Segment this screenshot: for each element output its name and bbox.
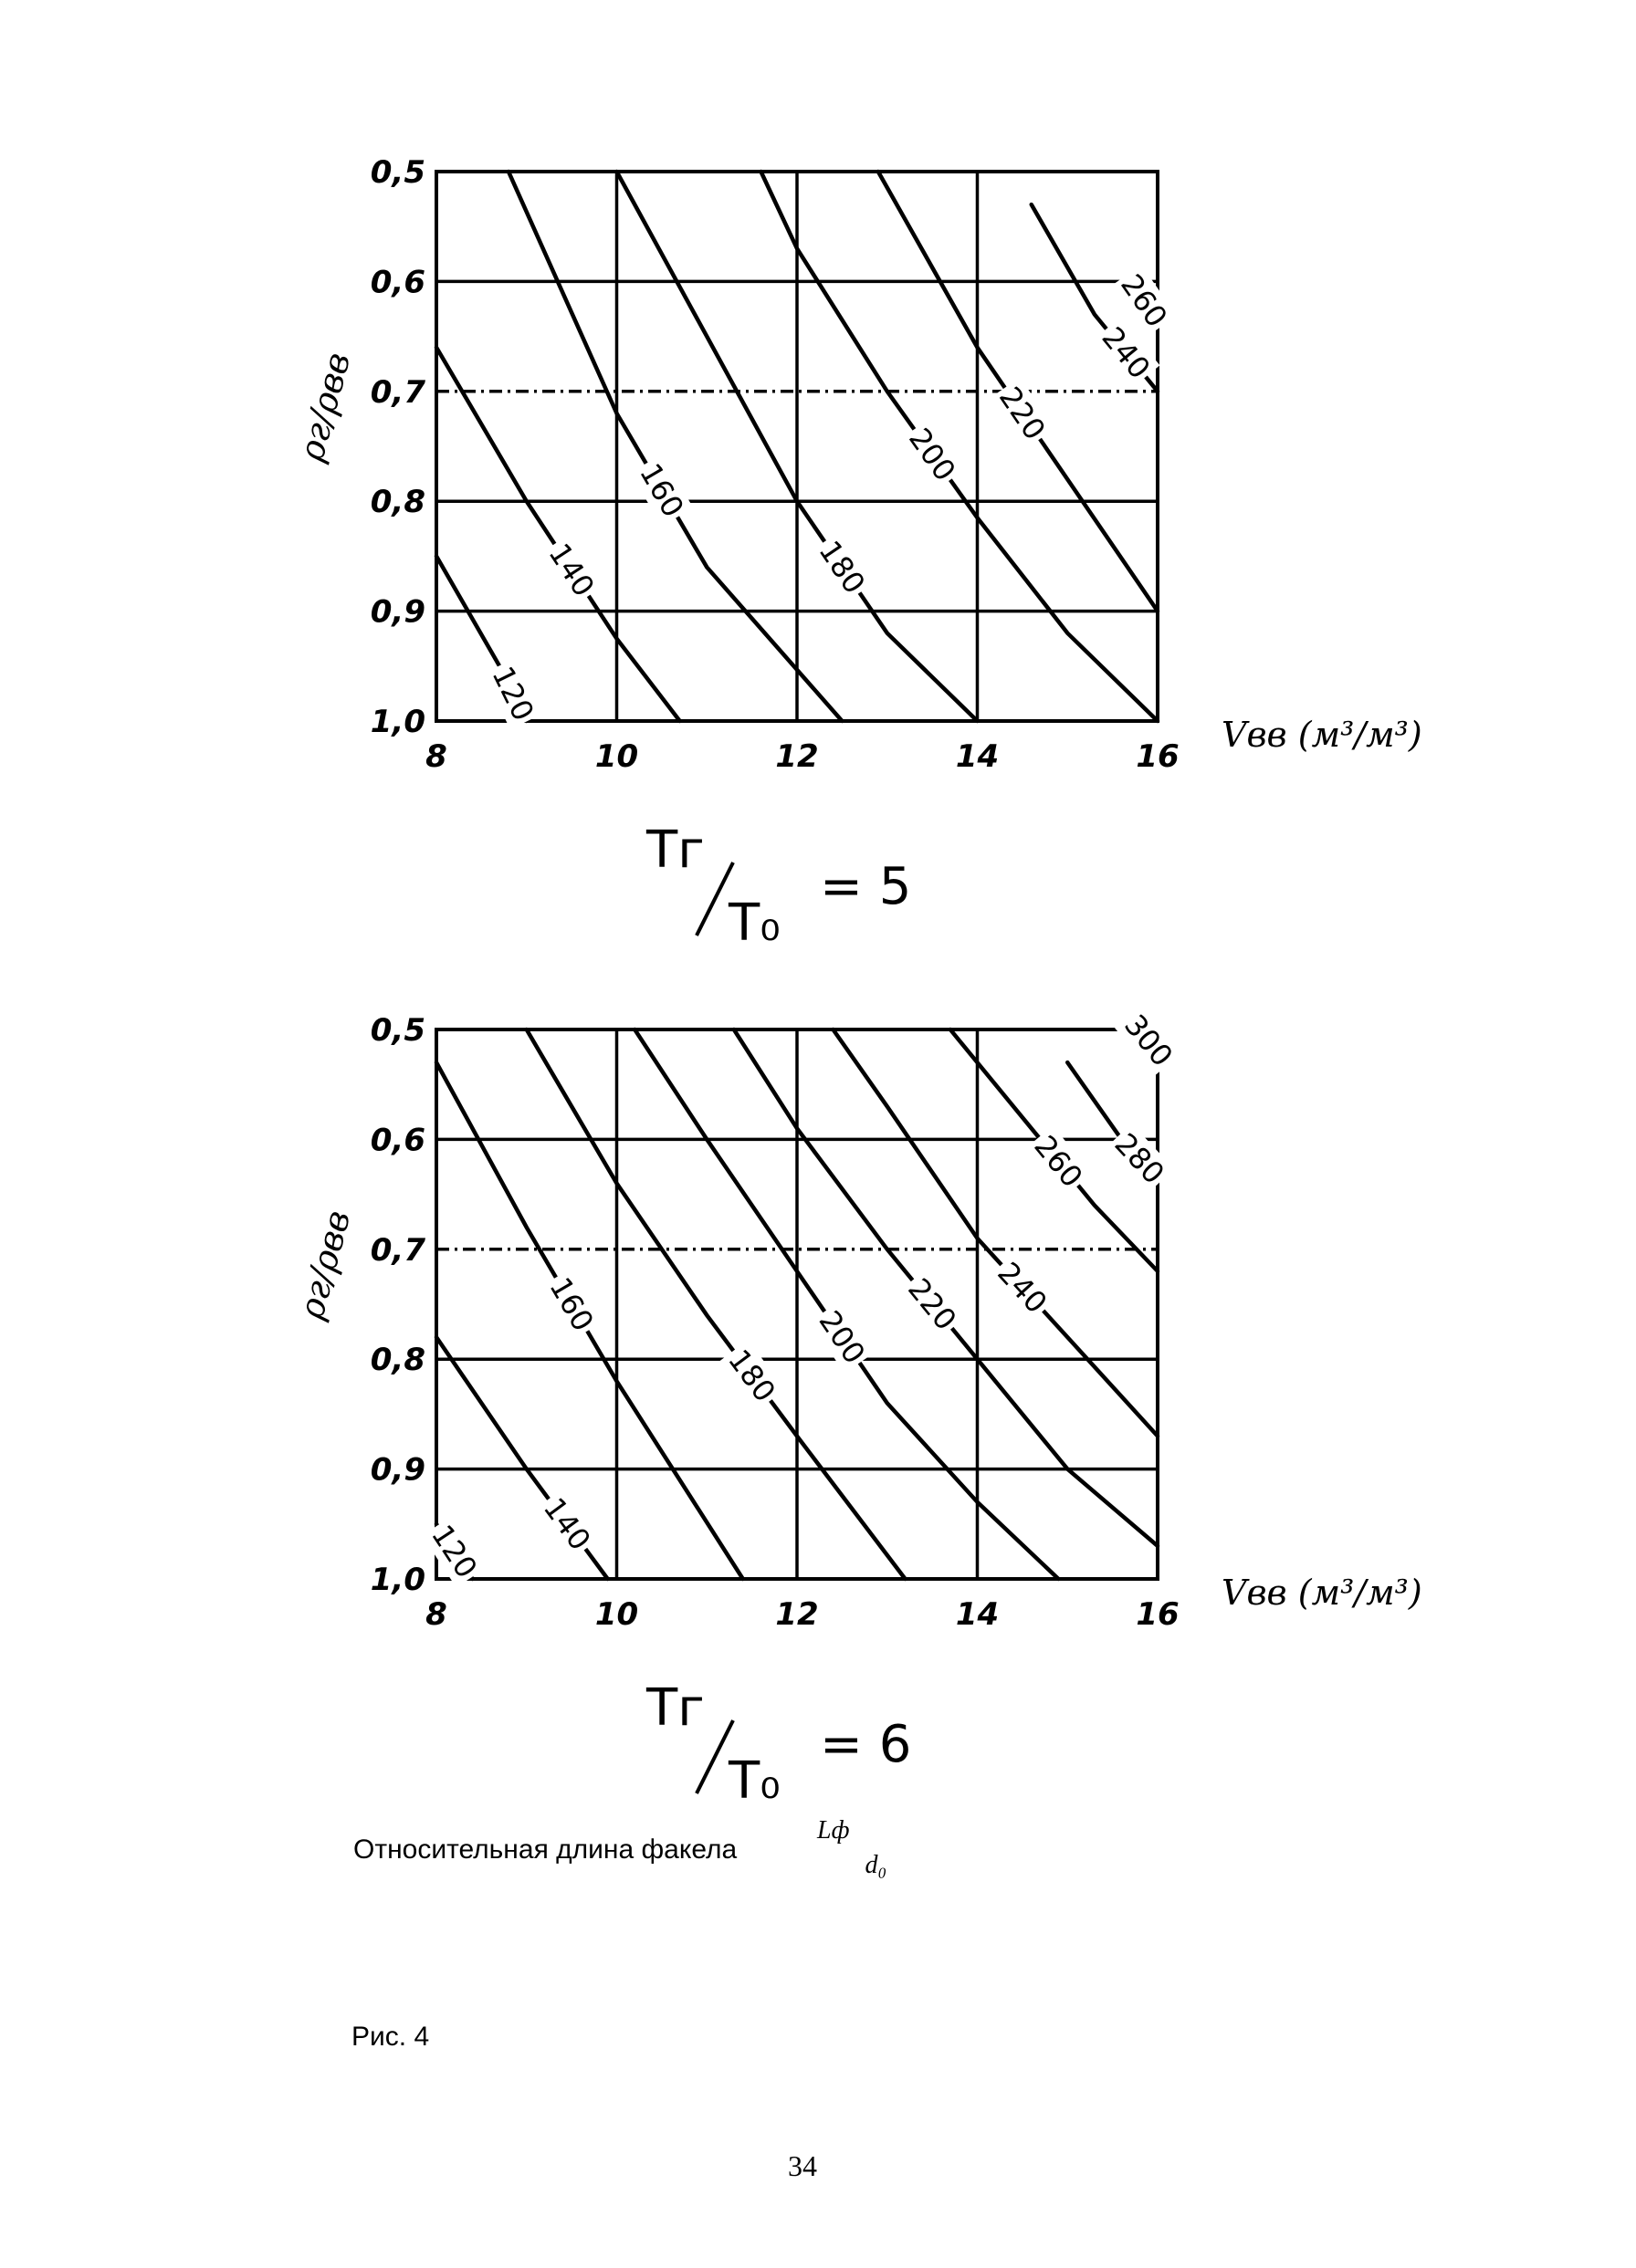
y-tick-label: 0,5 [371,1012,425,1049]
contour-label-bg [533,1488,601,1561]
plot-frame [435,170,1159,723]
y-tick-label: 0,6 [371,264,425,300]
ratio-value: = 5 [820,857,911,916]
x-tick-label: 10 [595,738,638,775]
x-tick-label: 16 [1136,738,1179,775]
y-tick-label: 0,8 [371,484,425,520]
y-tick-label: 0,8 [371,1342,425,1378]
ratio-slash [695,1719,735,1794]
contour-label-bg [988,1252,1057,1323]
x-tick-label: 8 [425,738,447,775]
contour-line-180 [614,169,980,724]
contour-line-140 [434,345,682,724]
y-tick-label: 0,7 [371,374,426,411]
ratio-denominator: T₀ [728,1751,781,1811]
ratio-value: = 6 [820,1715,911,1774]
contour-label-bg [482,657,543,730]
contour-label-bg [1092,317,1160,389]
contour-label-bg [809,531,876,603]
contour-label-bg [540,1268,603,1341]
contour-label-bg [898,1269,967,1340]
x-tick-label: 12 [775,1596,818,1633]
x-tick-label: 14 [956,1596,999,1633]
contour-label-bg [422,1515,488,1588]
y-tick-label: 0,7 [371,1232,426,1269]
y-tick-label: 1,0 [371,1562,425,1598]
x-tick-label: 8 [425,1596,447,1633]
contour-label-bg [1115,1005,1183,1077]
contour-line-180 [524,1027,907,1582]
y-tick-label: 1,0 [371,704,425,740]
ratio-slash [695,862,735,936]
ratio-numerator: Tг [645,820,705,880]
contour-label-bg [990,377,1055,450]
caption-formula-denominator: d₀ [865,1851,887,1879]
caption-formula-numerator: Lф [817,1816,850,1845]
x-tick-label: 16 [1136,1596,1179,1633]
contour-label-220: 220 [901,1271,963,1336]
x-tick-label: 12 [775,738,818,775]
ratio-numerator: Tг [645,1678,705,1738]
contour-label-bg [1111,265,1178,337]
contour-line-160 [506,169,844,724]
contour-chart-bottom: 8 10 12 14 16 0,5 0,6 0,7 0,8 0,9 1,0 Vвв (м³/м³) ρг… [290,1005,1422,1811]
contour-label-bg [1024,1125,1093,1197]
y-axis-label: ρг/ρвв [290,349,358,466]
x-tick-label: 10 [595,1596,638,1633]
contour-label-bg [1105,1123,1175,1194]
contour-line-200 [759,169,1160,724]
contour-label-180: 180 [721,1343,782,1408]
contour-chart-top: 8 10 12 14 16 0,5 0,6 0,7 0,8 0,9 1,0 Vвв (м³/м³) ρг… [290,154,1422,953]
contour-label-bg [899,418,966,491]
contour-label-bg [539,534,604,606]
y-tick-label: 0,5 [371,154,425,191]
contour-line-240 [831,1027,1160,1438]
y-axis-label: ρг/ρвв [290,1207,358,1324]
page-number: 34 [788,2149,817,2182]
contour-label-300: 300 [1117,1008,1180,1072]
plot-frame [435,1028,1159,1581]
y-tick-label: 0,6 [371,1122,425,1158]
y-tick-label: 0,9 [371,594,425,631]
ratio-denominator: T₀ [728,894,781,953]
contour-label-bg [809,1301,876,1374]
x-axis-label: Vвв (м³/м³) [1222,1573,1422,1613]
contour-label-bg [630,454,694,527]
contour-label-bg [718,1340,785,1412]
caption-formula: Lф d₀ [817,1816,886,1879]
contour-label-140: 140 [537,1491,598,1557]
x-tick-label: 14 [956,738,999,775]
caption-text: Относительная длина факела [353,1834,738,1865]
figure-label: Рис. 4 [351,2022,430,2052]
y-tick-label: 0,9 [371,1452,425,1489]
x-axis-label: Vвв (м³/м³) [1222,715,1422,755]
